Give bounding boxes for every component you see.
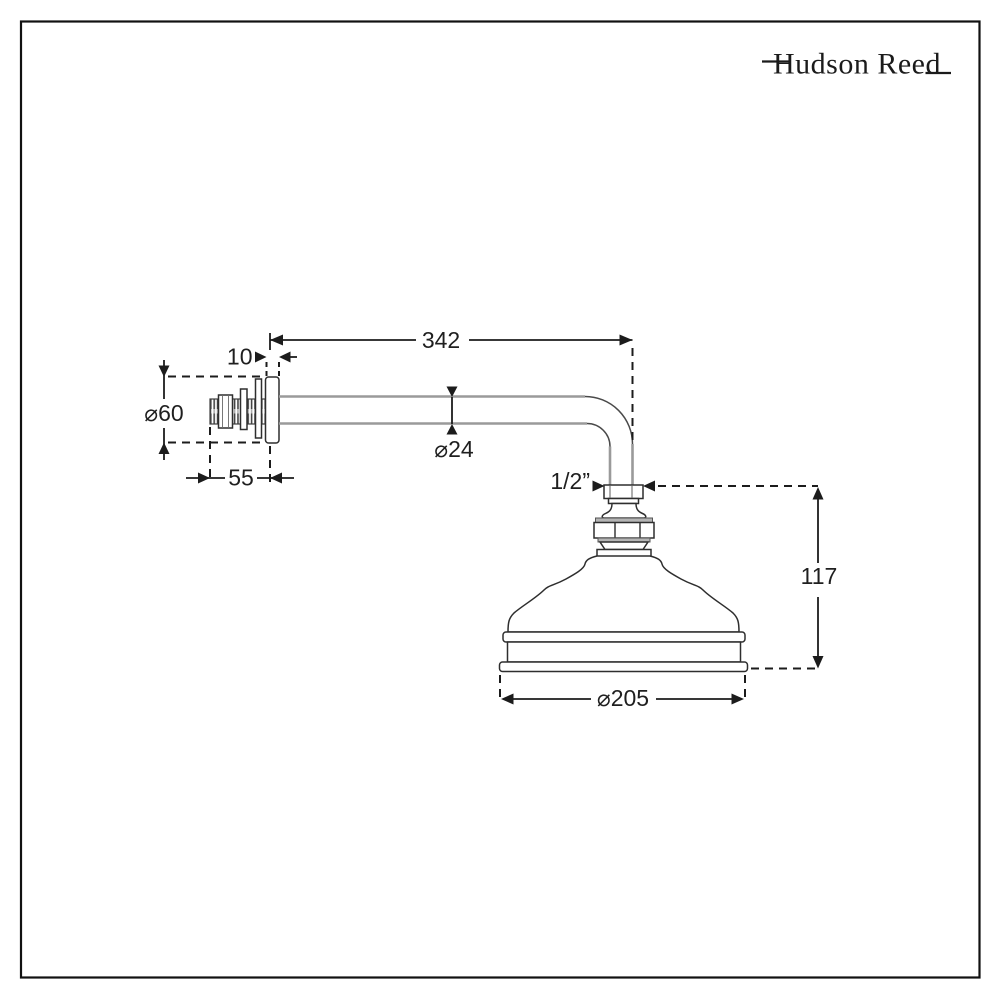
connector-taper (598, 541, 650, 551)
dim-arm-length: 342 (269, 327, 634, 443)
arrow-down-icon (446, 386, 458, 397)
arrow-left-icon (270, 472, 282, 484)
wall-mount-assembly (209, 376, 280, 444)
dim-arm-diameter-label: ⌀24 (434, 436, 474, 462)
arrow-left-icon (501, 693, 514, 705)
dim-wall-plate-thickness: 10 (227, 344, 297, 376)
arrow-up-icon (812, 487, 824, 500)
dim-head-connection-label: 1/2” (550, 468, 590, 494)
dim-wall-stem-length: 55 (186, 427, 294, 491)
brand-name: Hudson Reed (773, 48, 941, 81)
escutcheon-plate (264, 376, 280, 444)
hex-nut (217, 394, 234, 429)
arrow-right-icon (592, 480, 605, 492)
dim-wall-plate-thickness-label: 10 (227, 344, 253, 370)
arrow-down-icon (812, 656, 824, 669)
shower-arm (279, 395, 634, 486)
arrow-right-icon (619, 334, 633, 346)
arrow-left-icon (643, 480, 655, 492)
brand-logo: Hudson Reed (762, 48, 951, 81)
wall-flange-disc (254, 378, 263, 439)
dim-arm-length-label: 342 (422, 327, 460, 353)
head-connector (593, 484, 655, 551)
lock-nut-disc (239, 388, 248, 431)
shower-head (498, 548, 749, 673)
head-bottom-lip (498, 661, 749, 673)
dim-head-height-label: 117 (801, 563, 838, 589)
arrow-right-icon (731, 693, 744, 705)
dim-wall-flange-diameter-label: ⌀60 (144, 400, 183, 426)
dim-wall-stem-length-label: 55 (228, 465, 254, 491)
page-border (19, 20, 981, 979)
dim-arm-diameter: ⌀24 (434, 386, 474, 462)
olive-joint (601, 502, 647, 519)
arrow-right-icon (255, 351, 267, 363)
head-rim-wall (506, 641, 742, 663)
arrow-down-icon (158, 365, 170, 377)
dim-head-connection: 1/2” (550, 468, 655, 494)
arrow-up-icon (158, 442, 170, 454)
dim-head-diameter: ⌀205 (499, 675, 746, 711)
head-bell (507, 555, 740, 633)
dim-wall-flange-diameter: ⌀60 (144, 360, 266, 460)
head-band (502, 631, 746, 643)
arrow-up-icon (446, 424, 458, 435)
arrow-right-icon (198, 472, 210, 484)
arrow-left-icon (270, 334, 283, 346)
thread-highlight (211, 409, 266, 414)
connector-hex-nut (593, 521, 655, 539)
bend-inner-arc (586, 422, 611, 447)
arrow-left-icon (279, 351, 291, 363)
dim-head-diameter-label: ⌀205 (597, 685, 649, 711)
dim-head-height: 117 (658, 485, 838, 670)
